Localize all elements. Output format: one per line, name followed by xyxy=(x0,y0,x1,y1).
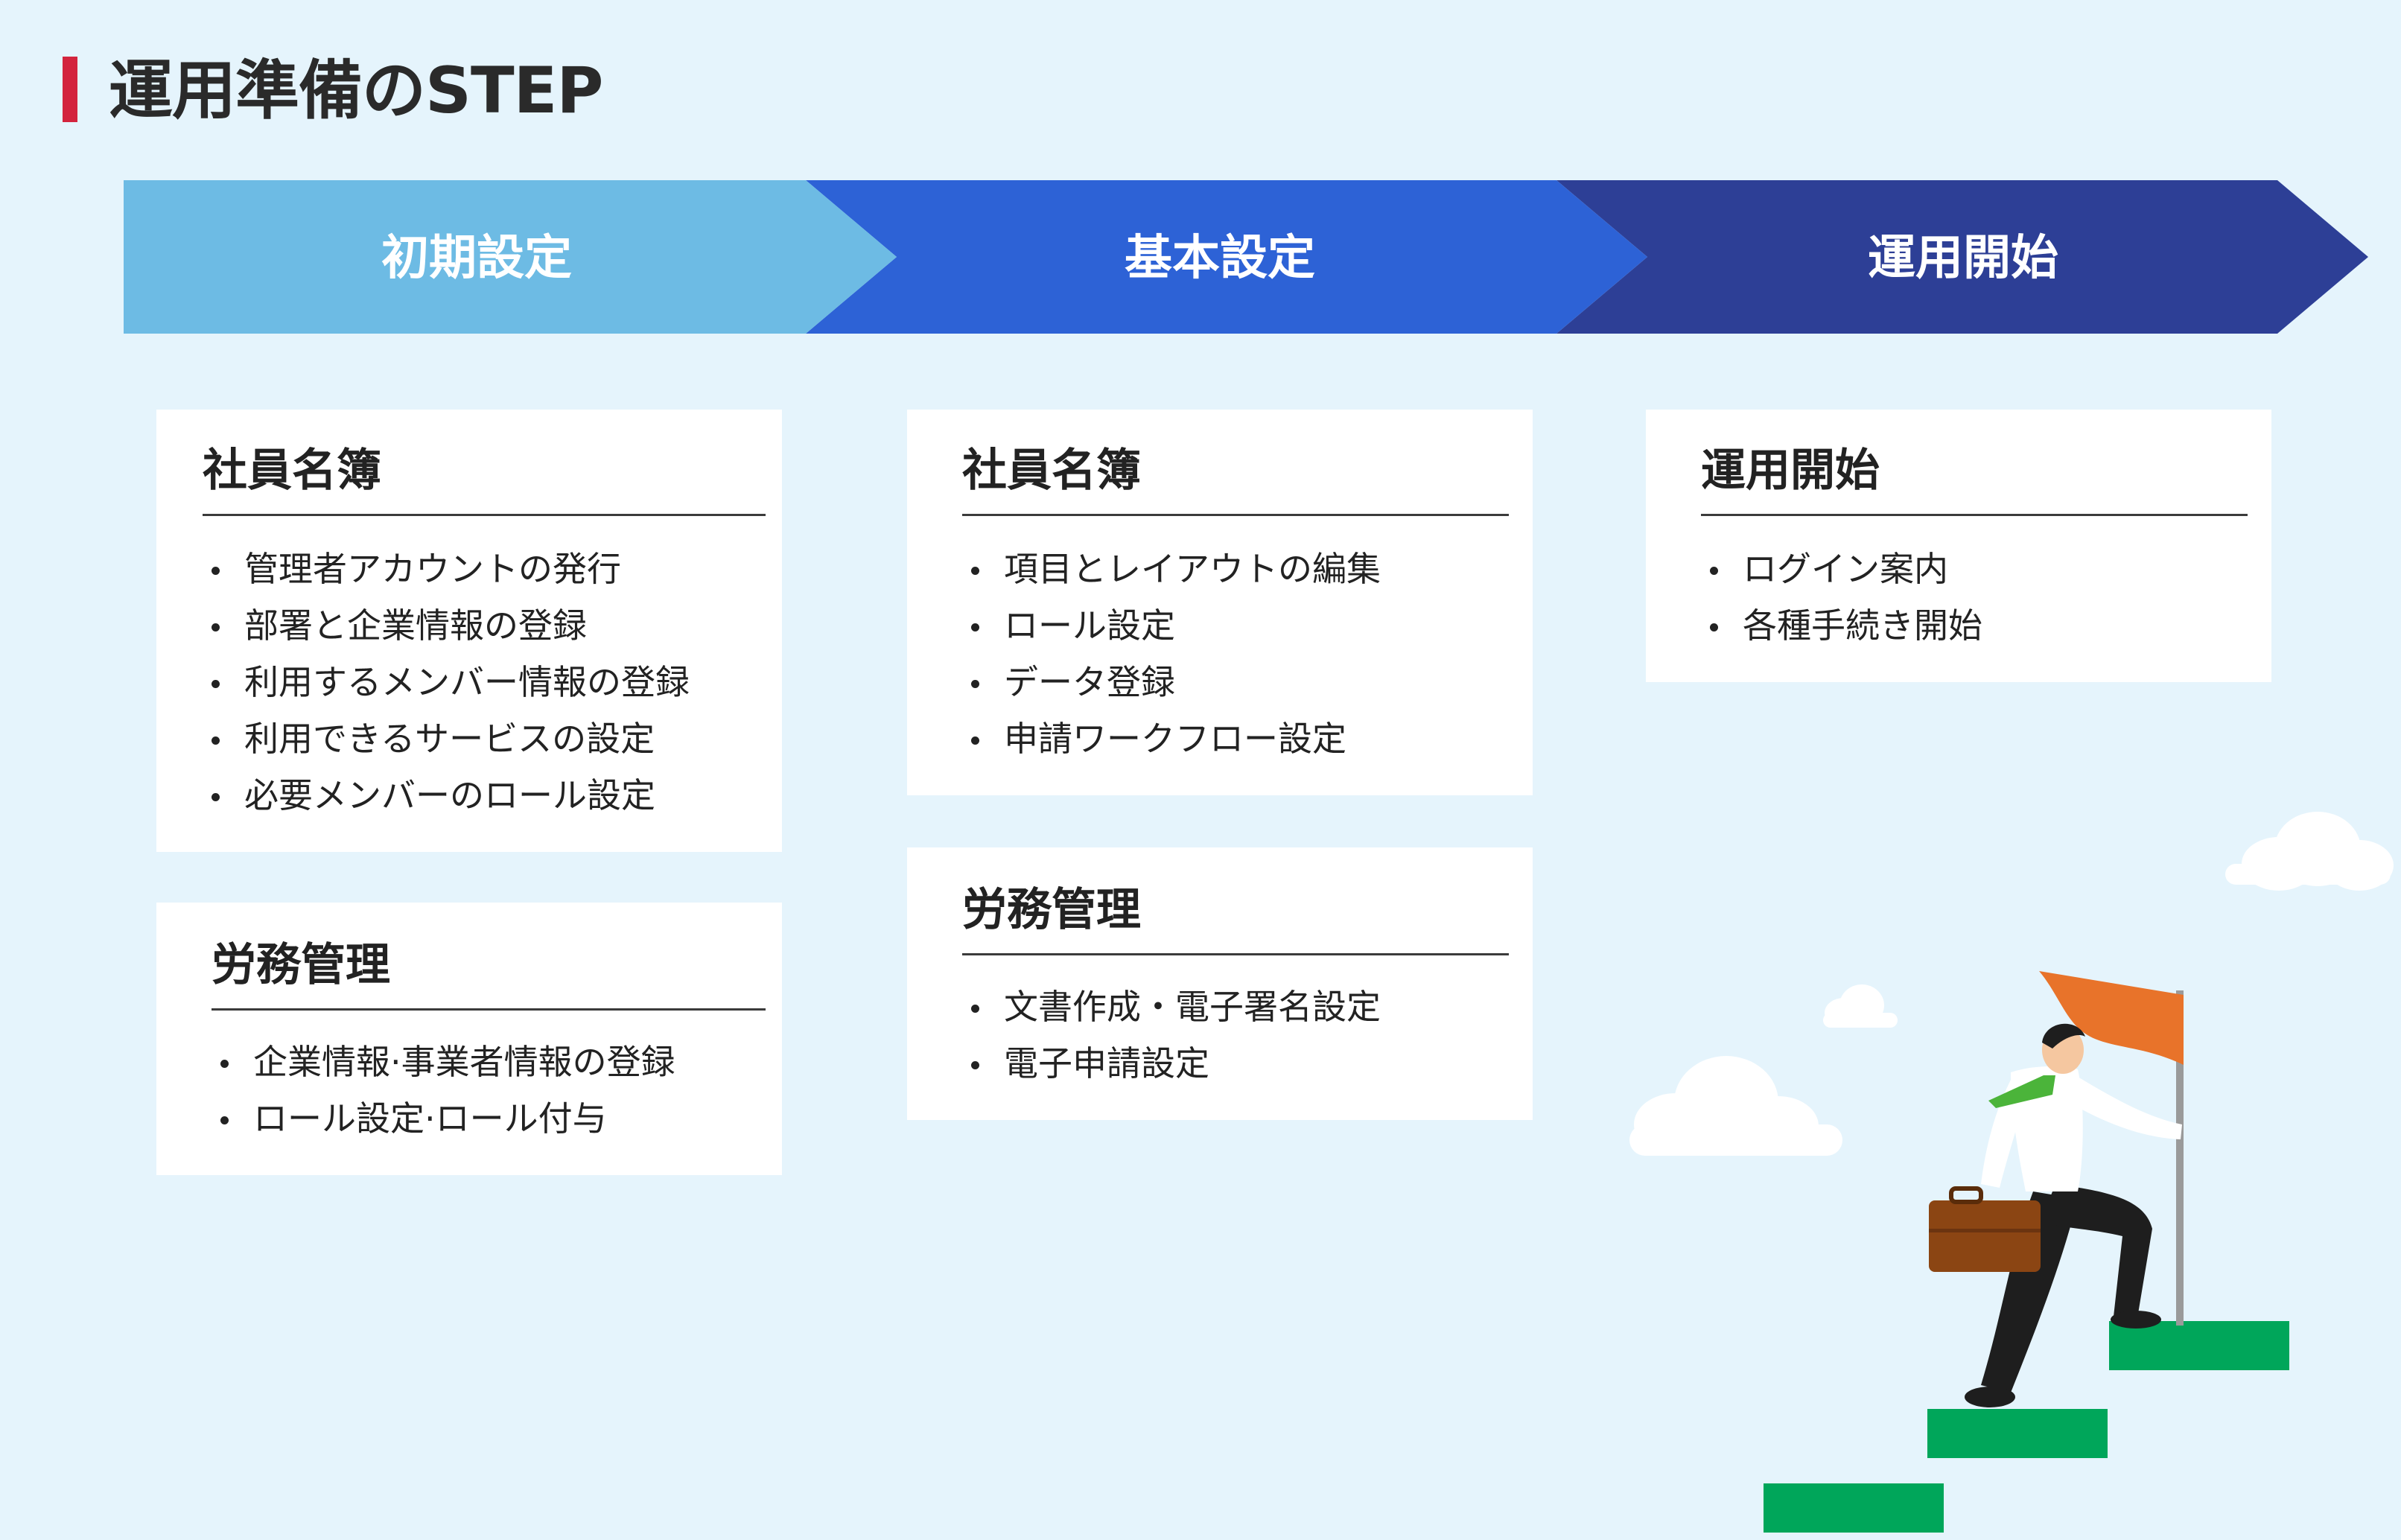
list-item: 電子申請設定 xyxy=(962,1035,1381,1092)
step-2-label: 基本設定 xyxy=(1125,231,1315,286)
cloud-icon xyxy=(1823,984,1898,1028)
cloud-icon xyxy=(1629,1056,1842,1156)
card-labor-management-initial: 労務管理 企業情報·事業者情報の登録 ロール設定·ロール付与 xyxy=(156,903,782,1175)
stair-step xyxy=(1927,1409,2108,1458)
flag-pole xyxy=(2176,990,2184,1326)
card-divider xyxy=(962,514,1509,516)
title-accent-bar xyxy=(63,57,77,122)
cloud-icon xyxy=(2225,812,2394,891)
list-item: 利用できるサービスの設定 xyxy=(203,710,690,767)
card-item-list: 文書作成・電子署名設定 電子申請設定 xyxy=(962,979,1381,1092)
card-item-list: 企業情報·事業者情報の登録 ロール設定·ロール付与 xyxy=(212,1034,675,1147)
step-3-chevron xyxy=(1556,180,2368,334)
card-heading: 労務管理 xyxy=(212,939,390,991)
list-item: 企業情報·事業者情報の登録 xyxy=(212,1034,675,1090)
list-item: 項目とレイアウトの編集 xyxy=(962,541,1381,597)
list-item: 管理者アカウントの発行 xyxy=(203,541,690,597)
climber-figure xyxy=(1929,1023,2182,1407)
process-arrow: 初期設定 基本設定 運用開始 xyxy=(124,180,2368,334)
list-item: 文書作成・電子署名設定 xyxy=(962,979,1381,1035)
step-1-label: 初期設定 xyxy=(381,231,572,286)
card-item-list: 項目とレイアウトの編集 ロール設定 データ登録 申請ワークフロー設定 xyxy=(962,541,1381,767)
card-item-list: 管理者アカウントの発行 部署と企業情報の登録 利用するメンバー情報の登録 利用で… xyxy=(203,541,690,824)
step-1-chevron xyxy=(124,180,897,334)
page-title: 運用準備のSTEP xyxy=(109,54,603,128)
card-heading: 労務管理 xyxy=(962,884,1141,936)
card-employee-registry-basic: 社員名簿 項目とレイアウトの編集 ロール設定 データ登録 申請ワークフロー設定 xyxy=(907,410,1533,795)
card-item-list: ログイン案内 各種手続き開始 xyxy=(1701,541,1982,654)
list-item: ロール設定 xyxy=(962,597,1381,654)
card-divider xyxy=(203,514,766,516)
list-item: 利用するメンバー情報の登録 xyxy=(203,654,690,710)
step-2-chevron xyxy=(806,180,1647,334)
card-divider xyxy=(212,1008,766,1011)
stair-step xyxy=(2109,1321,2289,1370)
card-divider xyxy=(1701,514,2248,516)
flag-icon xyxy=(2039,971,2184,1065)
list-item: 部署と企業情報の登録 xyxy=(203,597,690,654)
list-item: ログイン案内 xyxy=(1701,541,1982,597)
list-item: 各種手続き開始 xyxy=(1701,597,1982,654)
stair-step xyxy=(1764,1483,1944,1533)
card-heading: 社員名簿 xyxy=(962,445,1141,497)
card-divider xyxy=(962,953,1509,955)
list-item: ロール設定·ロール付与 xyxy=(212,1090,675,1147)
card-employee-registry-initial: 社員名簿 管理者アカウントの発行 部署と企業情報の登録 利用するメンバー情報の登… xyxy=(156,410,782,852)
step-3-label: 運用開始 xyxy=(1868,231,2058,286)
list-item: データ登録 xyxy=(962,654,1381,710)
card-operation-start: 運用開始 ログイン案内 各種手続き開始 xyxy=(1646,410,2271,682)
card-labor-management-basic: 労務管理 文書作成・電子署名設定 電子申請設定 xyxy=(907,847,1533,1120)
card-heading: 運用開始 xyxy=(1701,445,1880,497)
card-heading: 社員名簿 xyxy=(203,445,381,497)
list-item: 申請ワークフロー設定 xyxy=(962,710,1381,767)
list-item: 必要メンバーのロール設定 xyxy=(203,767,690,824)
